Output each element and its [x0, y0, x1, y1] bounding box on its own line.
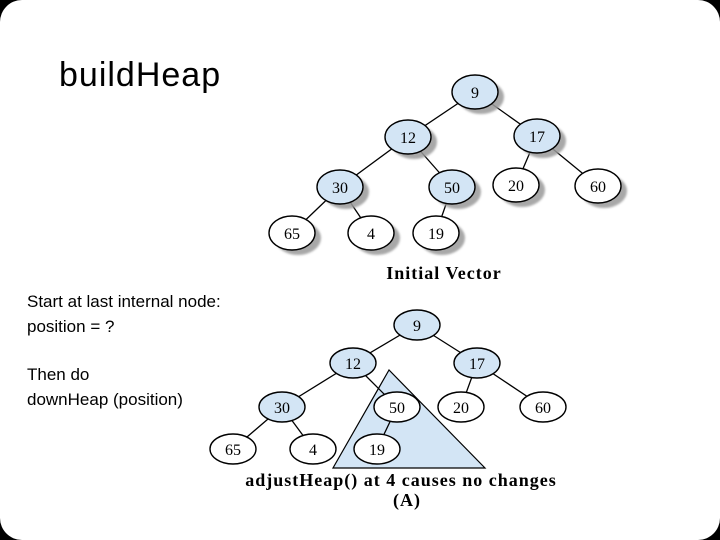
- tree-node: 60: [519, 391, 567, 423]
- tree-node-circle: [316, 169, 364, 205]
- tree-node-value: 9: [413, 318, 421, 335]
- tree-node: 30: [258, 391, 306, 423]
- initial-vector-diagram: 9 12 17 30 50 20: [268, 74, 627, 283]
- body-line-4: downHeap (position): [27, 390, 183, 409]
- tree-node: 17: [513, 118, 561, 154]
- tree-node: 9: [451, 74, 499, 110]
- tree-node-value: 17: [469, 356, 485, 373]
- tree-node-value: 50: [389, 400, 405, 417]
- tree-node-circle: [258, 391, 306, 423]
- body-paragraph-1: Start at last internal node: position = …: [27, 289, 221, 339]
- tree-sub-caption: (A): [393, 490, 421, 511]
- tree-caption: Initial Vector: [386, 263, 502, 283]
- tree-node: 50: [373, 391, 421, 423]
- tree-node: 12: [329, 347, 377, 379]
- tree-node: 20: [492, 167, 540, 203]
- tree-node-circle: [492, 167, 540, 203]
- body-line-1: Start at last internal node:: [27, 292, 221, 311]
- tree-node-value: 20: [508, 178, 524, 195]
- tree-node: 9: [393, 309, 441, 341]
- tree-nodes: 9 12 17 30 50 20: [209, 309, 567, 465]
- tree-node-circle: [437, 391, 485, 423]
- tree-node-circle: [393, 309, 441, 341]
- tree-node: 4: [347, 215, 395, 251]
- tree-node-circle: [451, 74, 499, 110]
- tree-node-value: 12: [400, 130, 416, 147]
- tree-edges: [291, 91, 599, 234]
- tree-nodes: 9 12 17 30 50 20: [268, 74, 622, 251]
- body-line-2: position = ?: [27, 317, 115, 336]
- tree-node: 65: [268, 215, 316, 251]
- tree-node-value: 20: [453, 400, 469, 417]
- tree-node: 19: [412, 215, 460, 251]
- tree-node-circle: [384, 119, 432, 155]
- tree-node: 60: [574, 168, 622, 204]
- tree-node-value: 60: [535, 400, 551, 417]
- tree-node-circle: [412, 215, 460, 251]
- tree-node-value: 4: [367, 226, 375, 243]
- tree-node: 4: [289, 433, 337, 465]
- slide-title: buildHeap: [59, 56, 222, 94]
- tree-node-value: 60: [590, 179, 606, 196]
- tree-node-circle: [353, 433, 401, 465]
- adjust-heap-diagram: 9 12 17 30 50 20: [209, 309, 567, 511]
- tree-node-circle: [329, 347, 377, 379]
- tree-node-value: 17: [529, 129, 545, 146]
- tree-node: 17: [453, 347, 501, 379]
- tree-node-value: 9: [471, 85, 479, 102]
- tree-node-circle: [209, 433, 257, 465]
- tree-node: 20: [437, 391, 485, 423]
- tree-node-circle: [428, 169, 476, 205]
- tree-node-value: 19: [428, 226, 444, 243]
- tree-node: 12: [384, 119, 432, 155]
- tree-node-circle: [453, 347, 501, 379]
- tree-node: 50: [428, 169, 476, 205]
- tree-node: 19: [353, 433, 401, 465]
- body-line-3: Then do: [27, 365, 90, 384]
- tree-node-circle: [268, 215, 316, 251]
- tree-node: 30: [316, 169, 364, 205]
- tree-node: 65: [209, 433, 257, 465]
- tree-node-circle: [519, 391, 567, 423]
- tree-node-circle: [347, 215, 395, 251]
- tree-node-value: 65: [225, 442, 241, 459]
- tree-node-value: 65: [284, 226, 300, 243]
- tree-node-circle: [574, 168, 622, 204]
- tree-node-value: 12: [345, 356, 361, 373]
- tree-node-circle: [373, 391, 421, 423]
- tree-caption: adjustHeap() at 4 causes no changes: [245, 470, 557, 491]
- body-paragraph-2: Then do downHeap (position): [27, 362, 183, 412]
- tree-node-value: 50: [444, 180, 460, 197]
- tree-node-circle: [513, 118, 561, 154]
- tree-node-circle: [289, 433, 337, 465]
- tree-node-value: 19: [369, 442, 385, 459]
- tree-node-value: 4: [309, 442, 317, 459]
- tree-node-value: 30: [274, 400, 290, 417]
- tree-node-value: 30: [332, 180, 348, 197]
